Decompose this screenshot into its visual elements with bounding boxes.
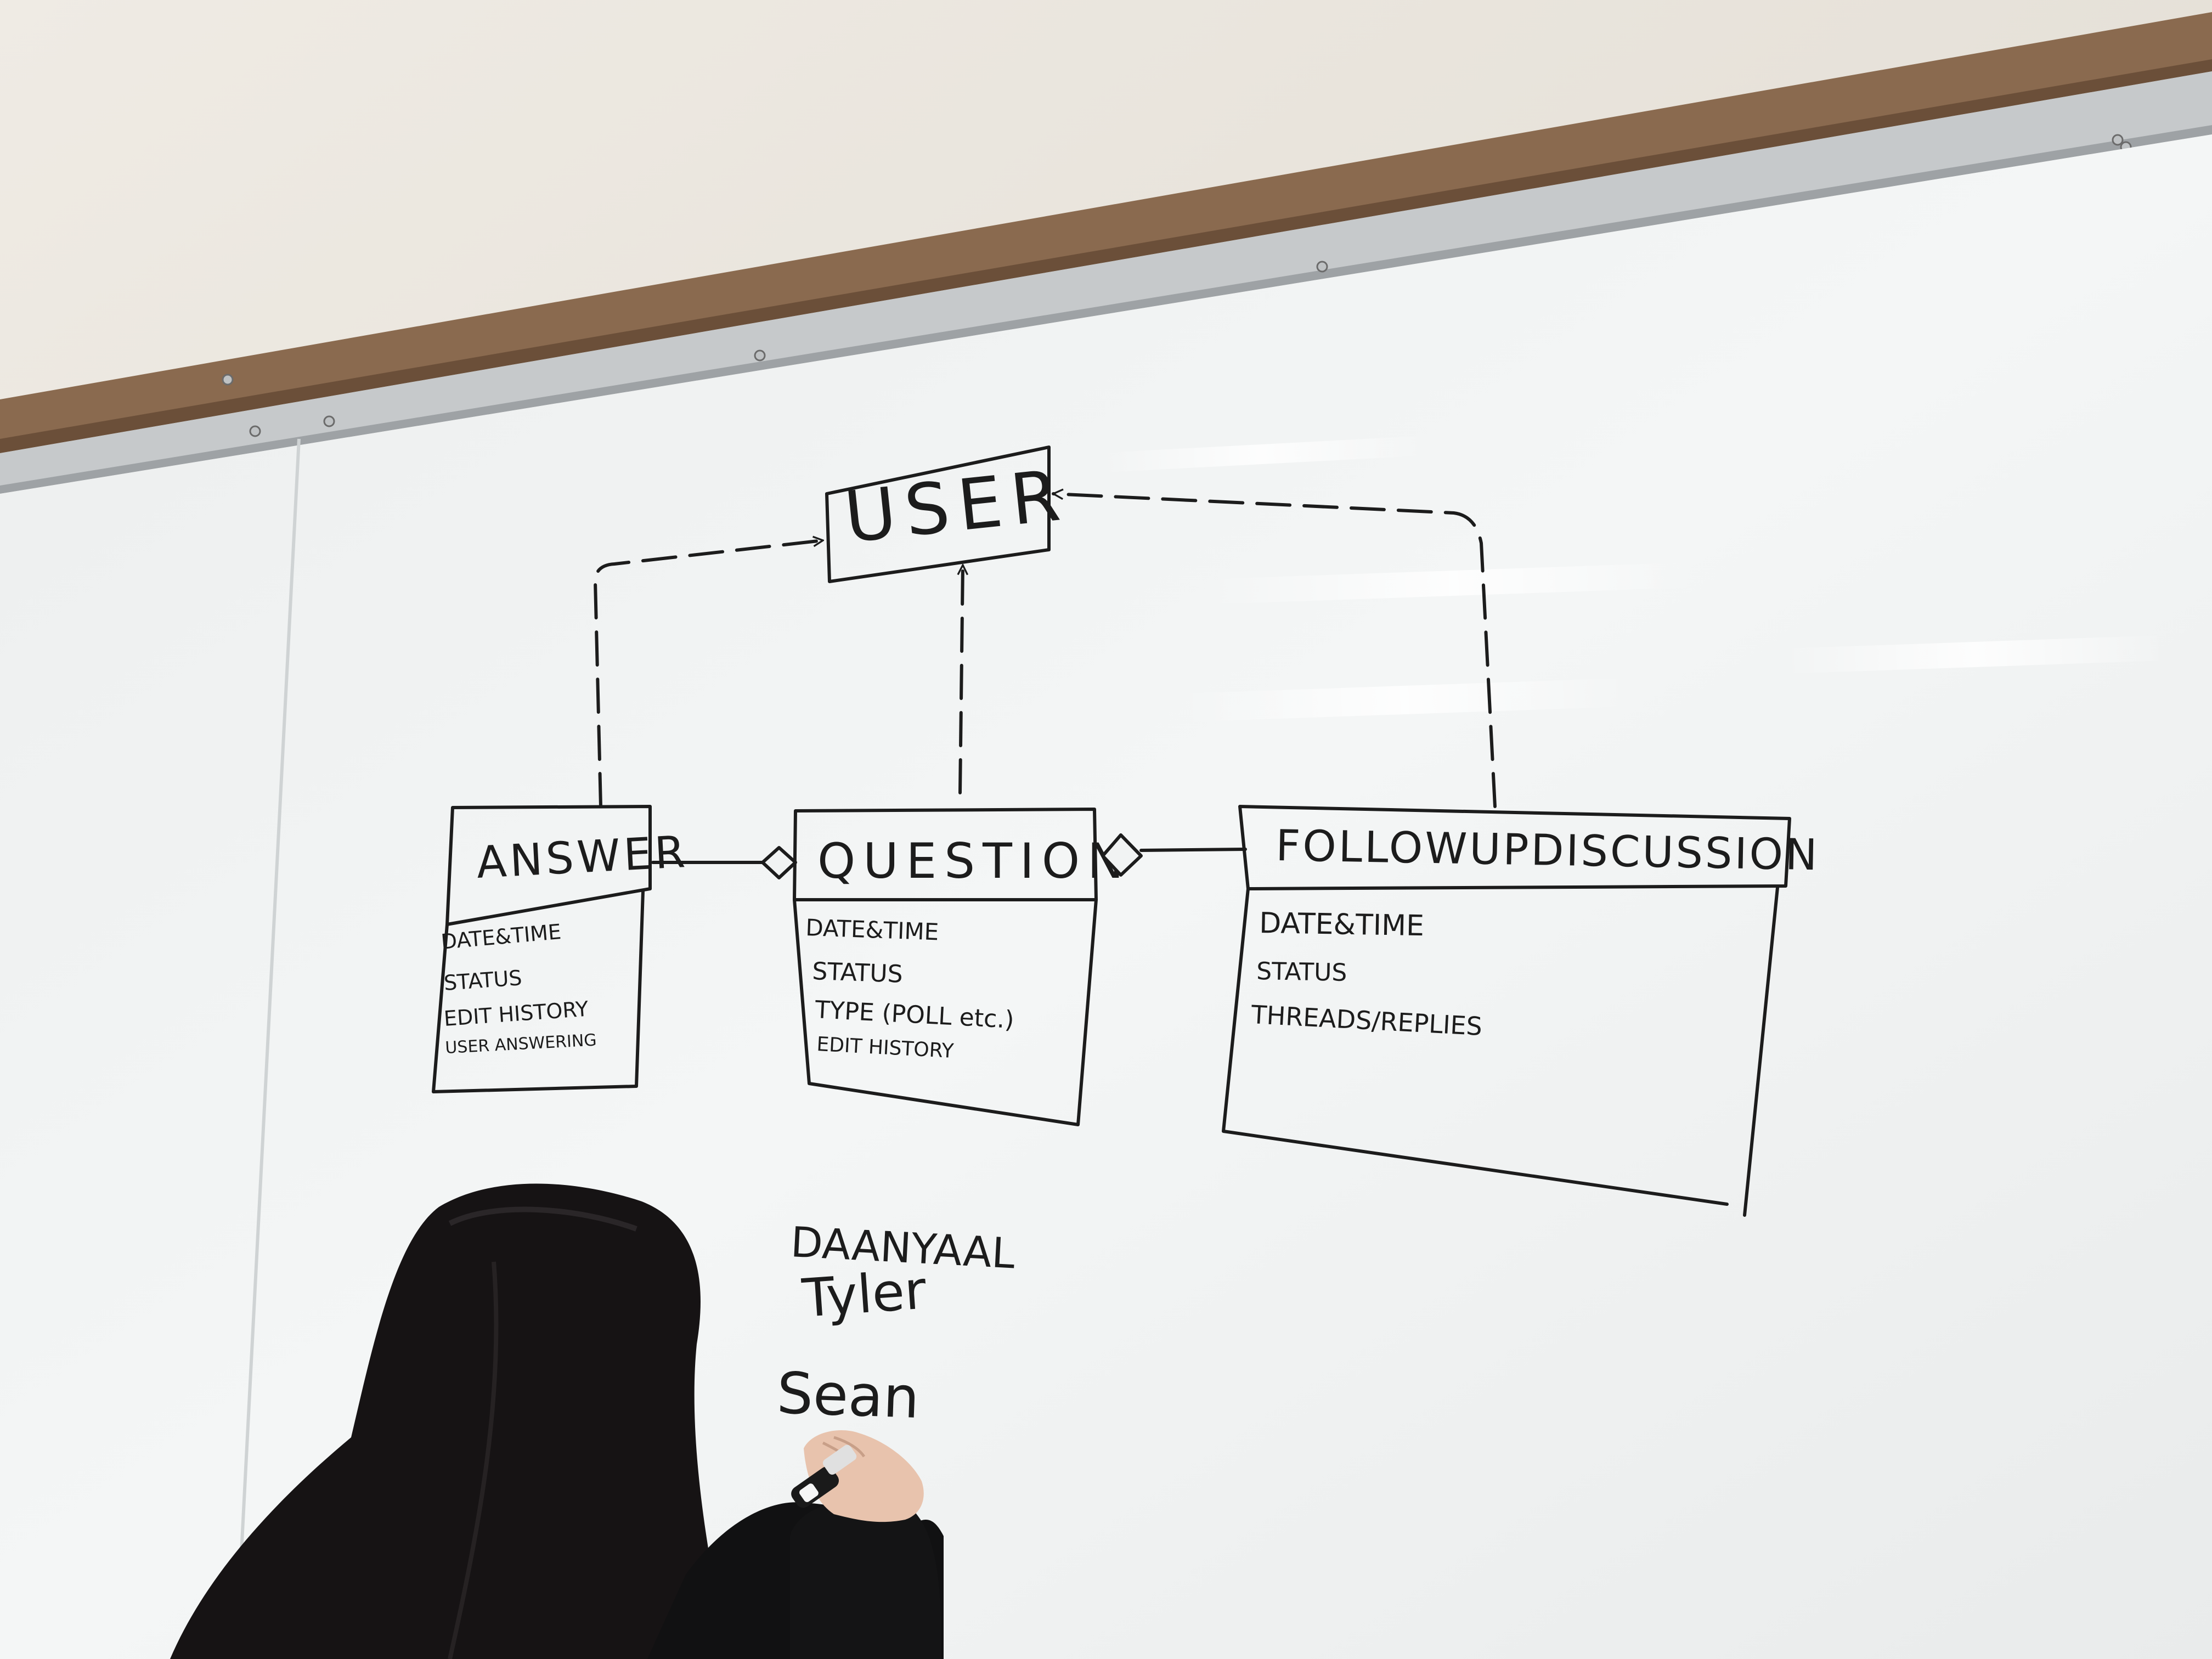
- followup-attr-2: STATUS: [1256, 957, 1347, 987]
- hand: [804, 1430, 924, 1522]
- hair: [170, 1183, 730, 1659]
- followup-attr-1: DATE&TIME: [1259, 907, 1425, 943]
- question-followup-aggregation: [1101, 833, 1247, 877]
- uml-diagram: USER ANSWER DATE&TIME STATUS EDIT HISTOR…: [432, 445, 1820, 1217]
- question-attr-2: STATUS: [812, 957, 904, 989]
- question-title: QUESTION: [817, 833, 1131, 889]
- name-sean: Sean: [776, 1359, 921, 1431]
- names-list: DAANYAAL Tyler Sean: [776, 1217, 1016, 1431]
- user-box: [825, 445, 1051, 583]
- answer-title-box: [445, 805, 652, 926]
- question-attr-1: DATE&TIME: [805, 914, 939, 945]
- answer-user-dependency: [594, 540, 823, 808]
- aggregation-diamond-right: [1101, 833, 1143, 877]
- followup-attribute-box: [1222, 886, 1779, 1217]
- wood-trim: [0, 12, 2212, 453]
- marker-pen: [791, 1444, 857, 1508]
- followup-class: FOLLOWUPDISCUSSION DATE&TIME STATUS THRE…: [1222, 805, 1820, 1217]
- hair-strand: [448, 1261, 499, 1659]
- board-frame: [0, 71, 2212, 494]
- answer-title: ANSWER: [475, 826, 690, 888]
- hair-highlight: [448, 1206, 637, 1232]
- name-daanyaal: DAANYAAL: [789, 1217, 1016, 1278]
- question-attribute-box: [793, 898, 1098, 1126]
- followup-user-dependency: [1052, 494, 1497, 808]
- followup-title: FOLLOWUPDISCUSSION: [1276, 821, 1820, 880]
- question-user-dependency: [960, 563, 963, 794]
- trim-shadow: [0, 59, 2212, 453]
- name-tyler: Tyler: [800, 1259, 928, 1329]
- question-class: QUESTION DATE&TIME STATUS TYPE (POLL etc…: [793, 808, 1131, 1126]
- followup-title-box: [1238, 805, 1791, 890]
- person-writing: [170, 1183, 944, 1659]
- light-glare: [1097, 436, 2168, 723]
- answer-attr-2: STATUS: [443, 966, 523, 995]
- answer-attribute-box: [432, 890, 645, 1093]
- sleeve: [790, 1502, 941, 1659]
- answer-class: ANSWER DATE&TIME STATUS EDIT HISTORY USE…: [432, 805, 690, 1093]
- panel-seam: [234, 438, 301, 1659]
- frame-edge: [0, 125, 2212, 494]
